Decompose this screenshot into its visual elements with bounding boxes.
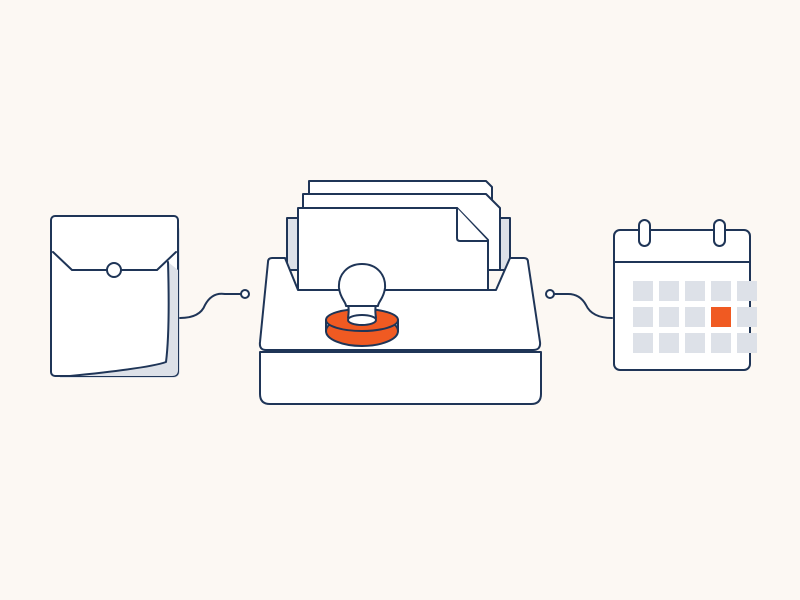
calendar-day bbox=[685, 307, 705, 327]
calendar-grid bbox=[633, 281, 757, 353]
calendar-day bbox=[711, 333, 731, 353]
stamp-handle bbox=[337, 263, 387, 307]
document-fold bbox=[456, 207, 489, 242]
calendar-day bbox=[711, 281, 731, 301]
calendar-day bbox=[633, 281, 653, 301]
envelope-clasp bbox=[106, 262, 122, 278]
calendar-day bbox=[659, 307, 679, 327]
calendar-day-highlighted bbox=[711, 307, 731, 327]
calendar-day bbox=[685, 333, 705, 353]
calendar-day bbox=[737, 333, 757, 353]
calendar-day bbox=[659, 333, 679, 353]
document-tray-icon bbox=[258, 180, 542, 405]
calendar-ring-right bbox=[713, 219, 726, 247]
calendar-day bbox=[633, 307, 653, 327]
calendar-day bbox=[633, 333, 653, 353]
tray-base bbox=[259, 351, 542, 405]
calendar-day bbox=[685, 281, 705, 301]
right-connector-node bbox=[545, 289, 555, 299]
right-connector bbox=[545, 289, 613, 319]
calendar-day bbox=[737, 281, 757, 301]
envelope-icon bbox=[50, 215, 180, 378]
calendar-icon bbox=[613, 219, 757, 371]
calendar-ring-left bbox=[638, 219, 651, 247]
rubber-stamp-icon bbox=[325, 263, 399, 347]
envelope-body bbox=[50, 215, 179, 377]
calendar-day bbox=[737, 307, 757, 327]
left-connector bbox=[179, 289, 250, 319]
calendar-day bbox=[659, 281, 679, 301]
left-connector-node bbox=[240, 289, 250, 299]
